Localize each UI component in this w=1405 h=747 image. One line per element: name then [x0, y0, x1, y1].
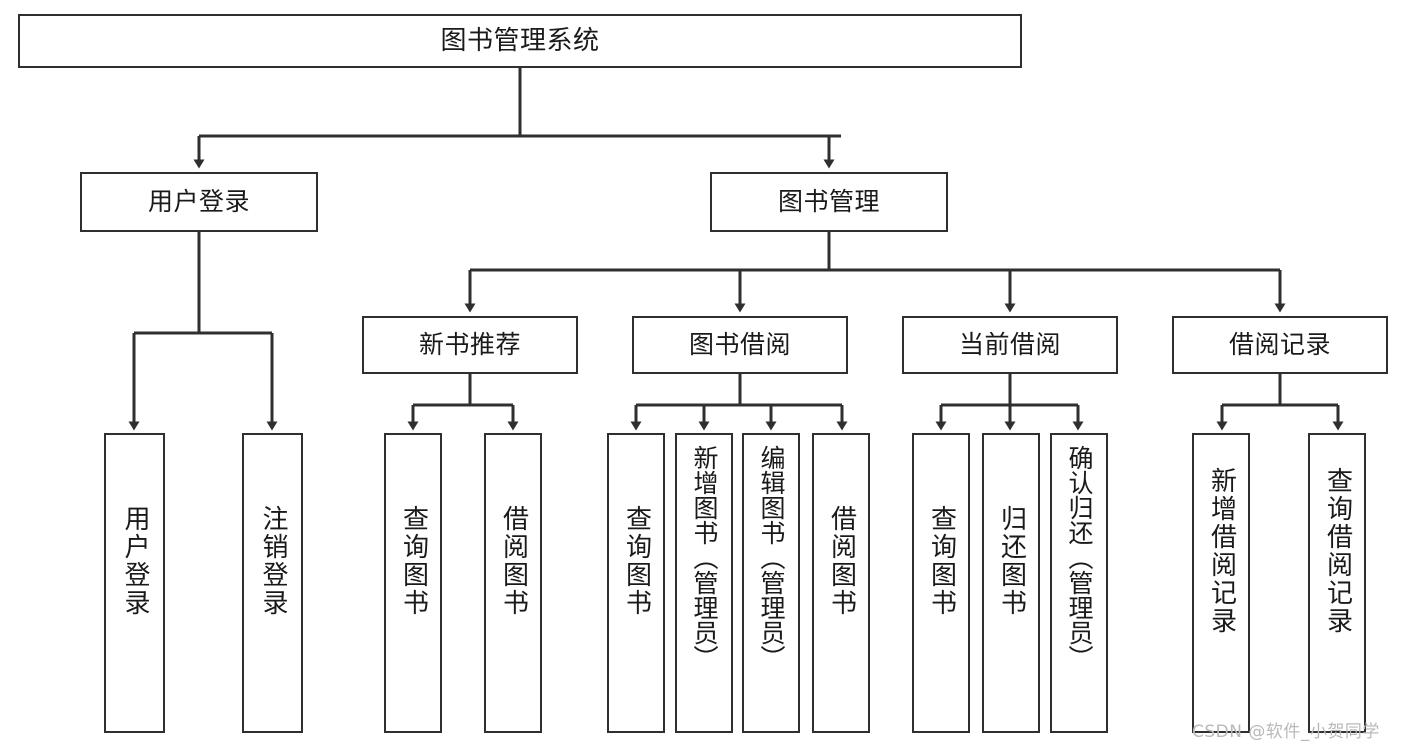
node-user-login[interactable]: 用户登录: [80, 172, 318, 232]
node-label: 新增图书（管理员）: [690, 445, 719, 670]
node-label: 图书管理系统: [440, 25, 600, 56]
node-label: 图书管理: [777, 187, 880, 217]
node-borrow-record[interactable]: 借阅记录: [1172, 316, 1388, 374]
node-label: 用户登录: [120, 505, 151, 617]
node-label: 图书借阅: [688, 330, 791, 360]
leaf-logout-login[interactable]: 注销登录: [242, 433, 303, 733]
leaf-user-login[interactable]: 用户登录: [104, 433, 165, 733]
node-label: 借阅记录: [1228, 330, 1331, 360]
node-label: 确认归还（管理员）: [1065, 445, 1094, 670]
leaf-return-book[interactable]: 归还图书: [982, 433, 1040, 733]
node-label: 当前借阅: [958, 330, 1061, 360]
node-label: 查询图书: [621, 505, 652, 617]
leaf-confirm-return-admin[interactable]: 确认归还（管理员）: [1050, 433, 1108, 733]
node-label: 新书推荐: [418, 330, 521, 360]
leaf-add-book-admin[interactable]: 新增图书（管理员）: [675, 433, 733, 733]
node-label: 编辑图书（管理员）: [757, 445, 786, 670]
node-label: 查询借阅记录: [1322, 467, 1353, 635]
node-label: 新增借阅记录: [1206, 467, 1237, 635]
node-label: 归还图书: [996, 505, 1027, 617]
leaf-query-book-new-recommend[interactable]: 查询图书: [384, 433, 442, 733]
leaf-query-borrow-record[interactable]: 查询借阅记录: [1308, 433, 1366, 733]
leaf-query-book-current[interactable]: 查询图书: [912, 433, 970, 733]
node-label: 用户登录: [147, 187, 250, 217]
node-book-management-system[interactable]: 图书管理系统: [18, 14, 1022, 68]
leaf-borrow-book-new-recommend[interactable]: 借阅图书: [484, 433, 542, 733]
node-book-borrow[interactable]: 图书借阅: [632, 316, 848, 374]
leaf-add-borrow-record[interactable]: 新增借阅记录: [1192, 433, 1250, 733]
node-book-management[interactable]: 图书管理: [710, 172, 948, 232]
node-label: 借阅图书: [498, 505, 529, 617]
leaf-edit-book-admin[interactable]: 编辑图书（管理员）: [742, 433, 800, 733]
node-label: 借阅图书: [826, 505, 857, 617]
node-label: 查询图书: [398, 505, 429, 617]
node-label: 查询图书: [926, 505, 957, 617]
leaf-query-book-borrow[interactable]: 查询图书: [607, 433, 665, 733]
csdn-watermark: CSDN @软件_小贺同学: [1192, 722, 1380, 742]
node-new-book-recommend[interactable]: 新书推荐: [362, 316, 578, 374]
leaf-borrow-book-borrow[interactable]: 借阅图书: [812, 433, 870, 733]
node-label: 注销登录: [258, 505, 289, 617]
node-current-borrow[interactable]: 当前借阅: [902, 316, 1118, 374]
